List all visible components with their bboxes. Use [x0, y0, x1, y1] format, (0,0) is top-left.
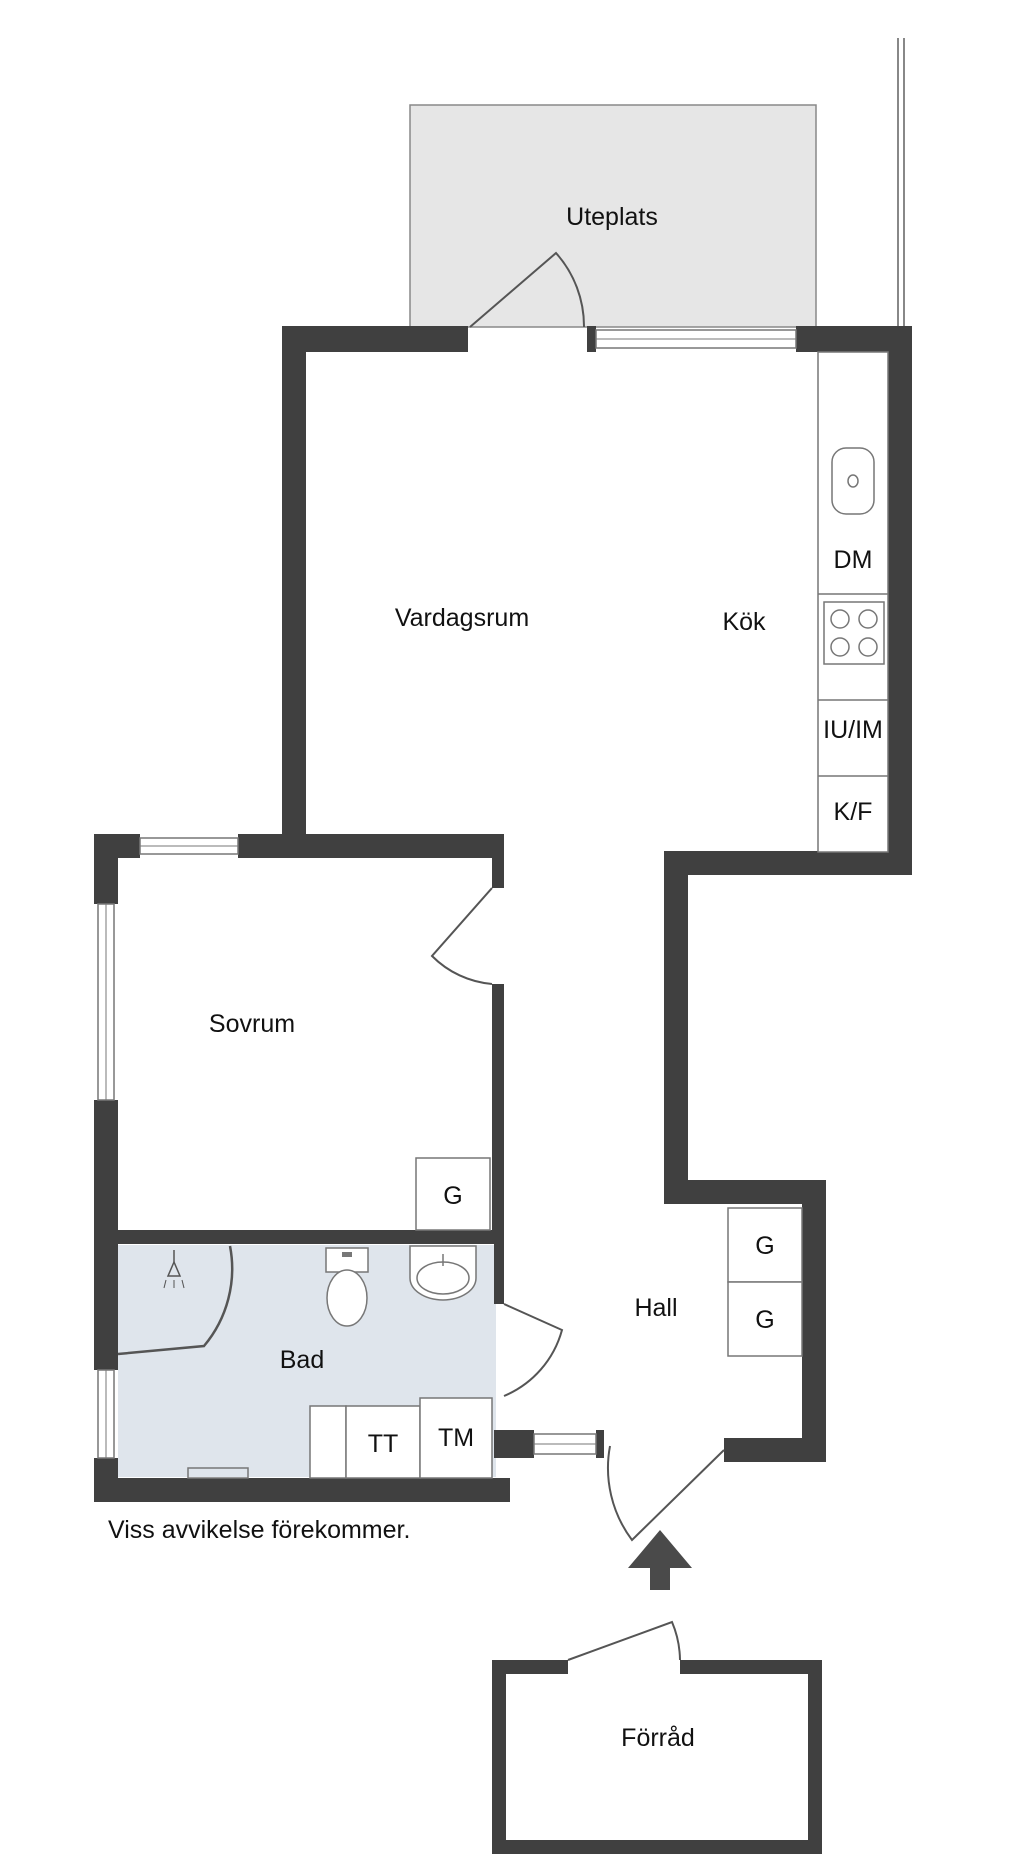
floor-drain — [187, 1467, 249, 1479]
shower-icon — [117, 1245, 234, 1356]
doors — [430, 251, 725, 1661]
fixture-label-iu-im: IU/IM — [823, 716, 883, 744]
uteplats-area — [409, 38, 905, 328]
fixture-label-g-sovrum: G — [443, 1182, 462, 1210]
sink-icon — [831, 447, 875, 515]
room-label-forrad: Förråd — [621, 1724, 695, 1752]
room-label-uteplats: Uteplats — [566, 203, 658, 231]
fixture-label-g-hall-2: G — [755, 1306, 774, 1334]
fixture-label-g-hall-1: G — [755, 1232, 774, 1260]
forrad-walls — [492, 1660, 822, 1854]
disclaimer-note: Viss avvikelse förekommer. — [108, 1516, 410, 1544]
room-label-kok: Kök — [722, 608, 766, 636]
room-label-vardagsrum: Vardagsrum — [395, 604, 529, 632]
fixture-label-kf: K/F — [834, 798, 873, 826]
fixture-label-tm: TM — [438, 1424, 474, 1452]
wardrobe-sovrum — [415, 1157, 491, 1231]
windows — [97, 329, 797, 1459]
entrance-arrow-icon — [628, 1530, 692, 1590]
toilet-icon — [325, 1247, 369, 1327]
walls — [94, 326, 912, 1502]
stove-icon — [823, 601, 885, 665]
room-label-hall: Hall — [634, 1294, 677, 1322]
wardrobes-hall — [727, 1207, 803, 1357]
washbasin-icon — [409, 1245, 477, 1301]
fixture-label-dm: DM — [834, 546, 873, 574]
room-label-bad: Bad — [280, 1346, 324, 1374]
room-label-sovrum: Sovrum — [209, 1010, 295, 1038]
fixture-label-tt: TT — [368, 1430, 399, 1458]
laundry-units — [309, 1397, 493, 1479]
